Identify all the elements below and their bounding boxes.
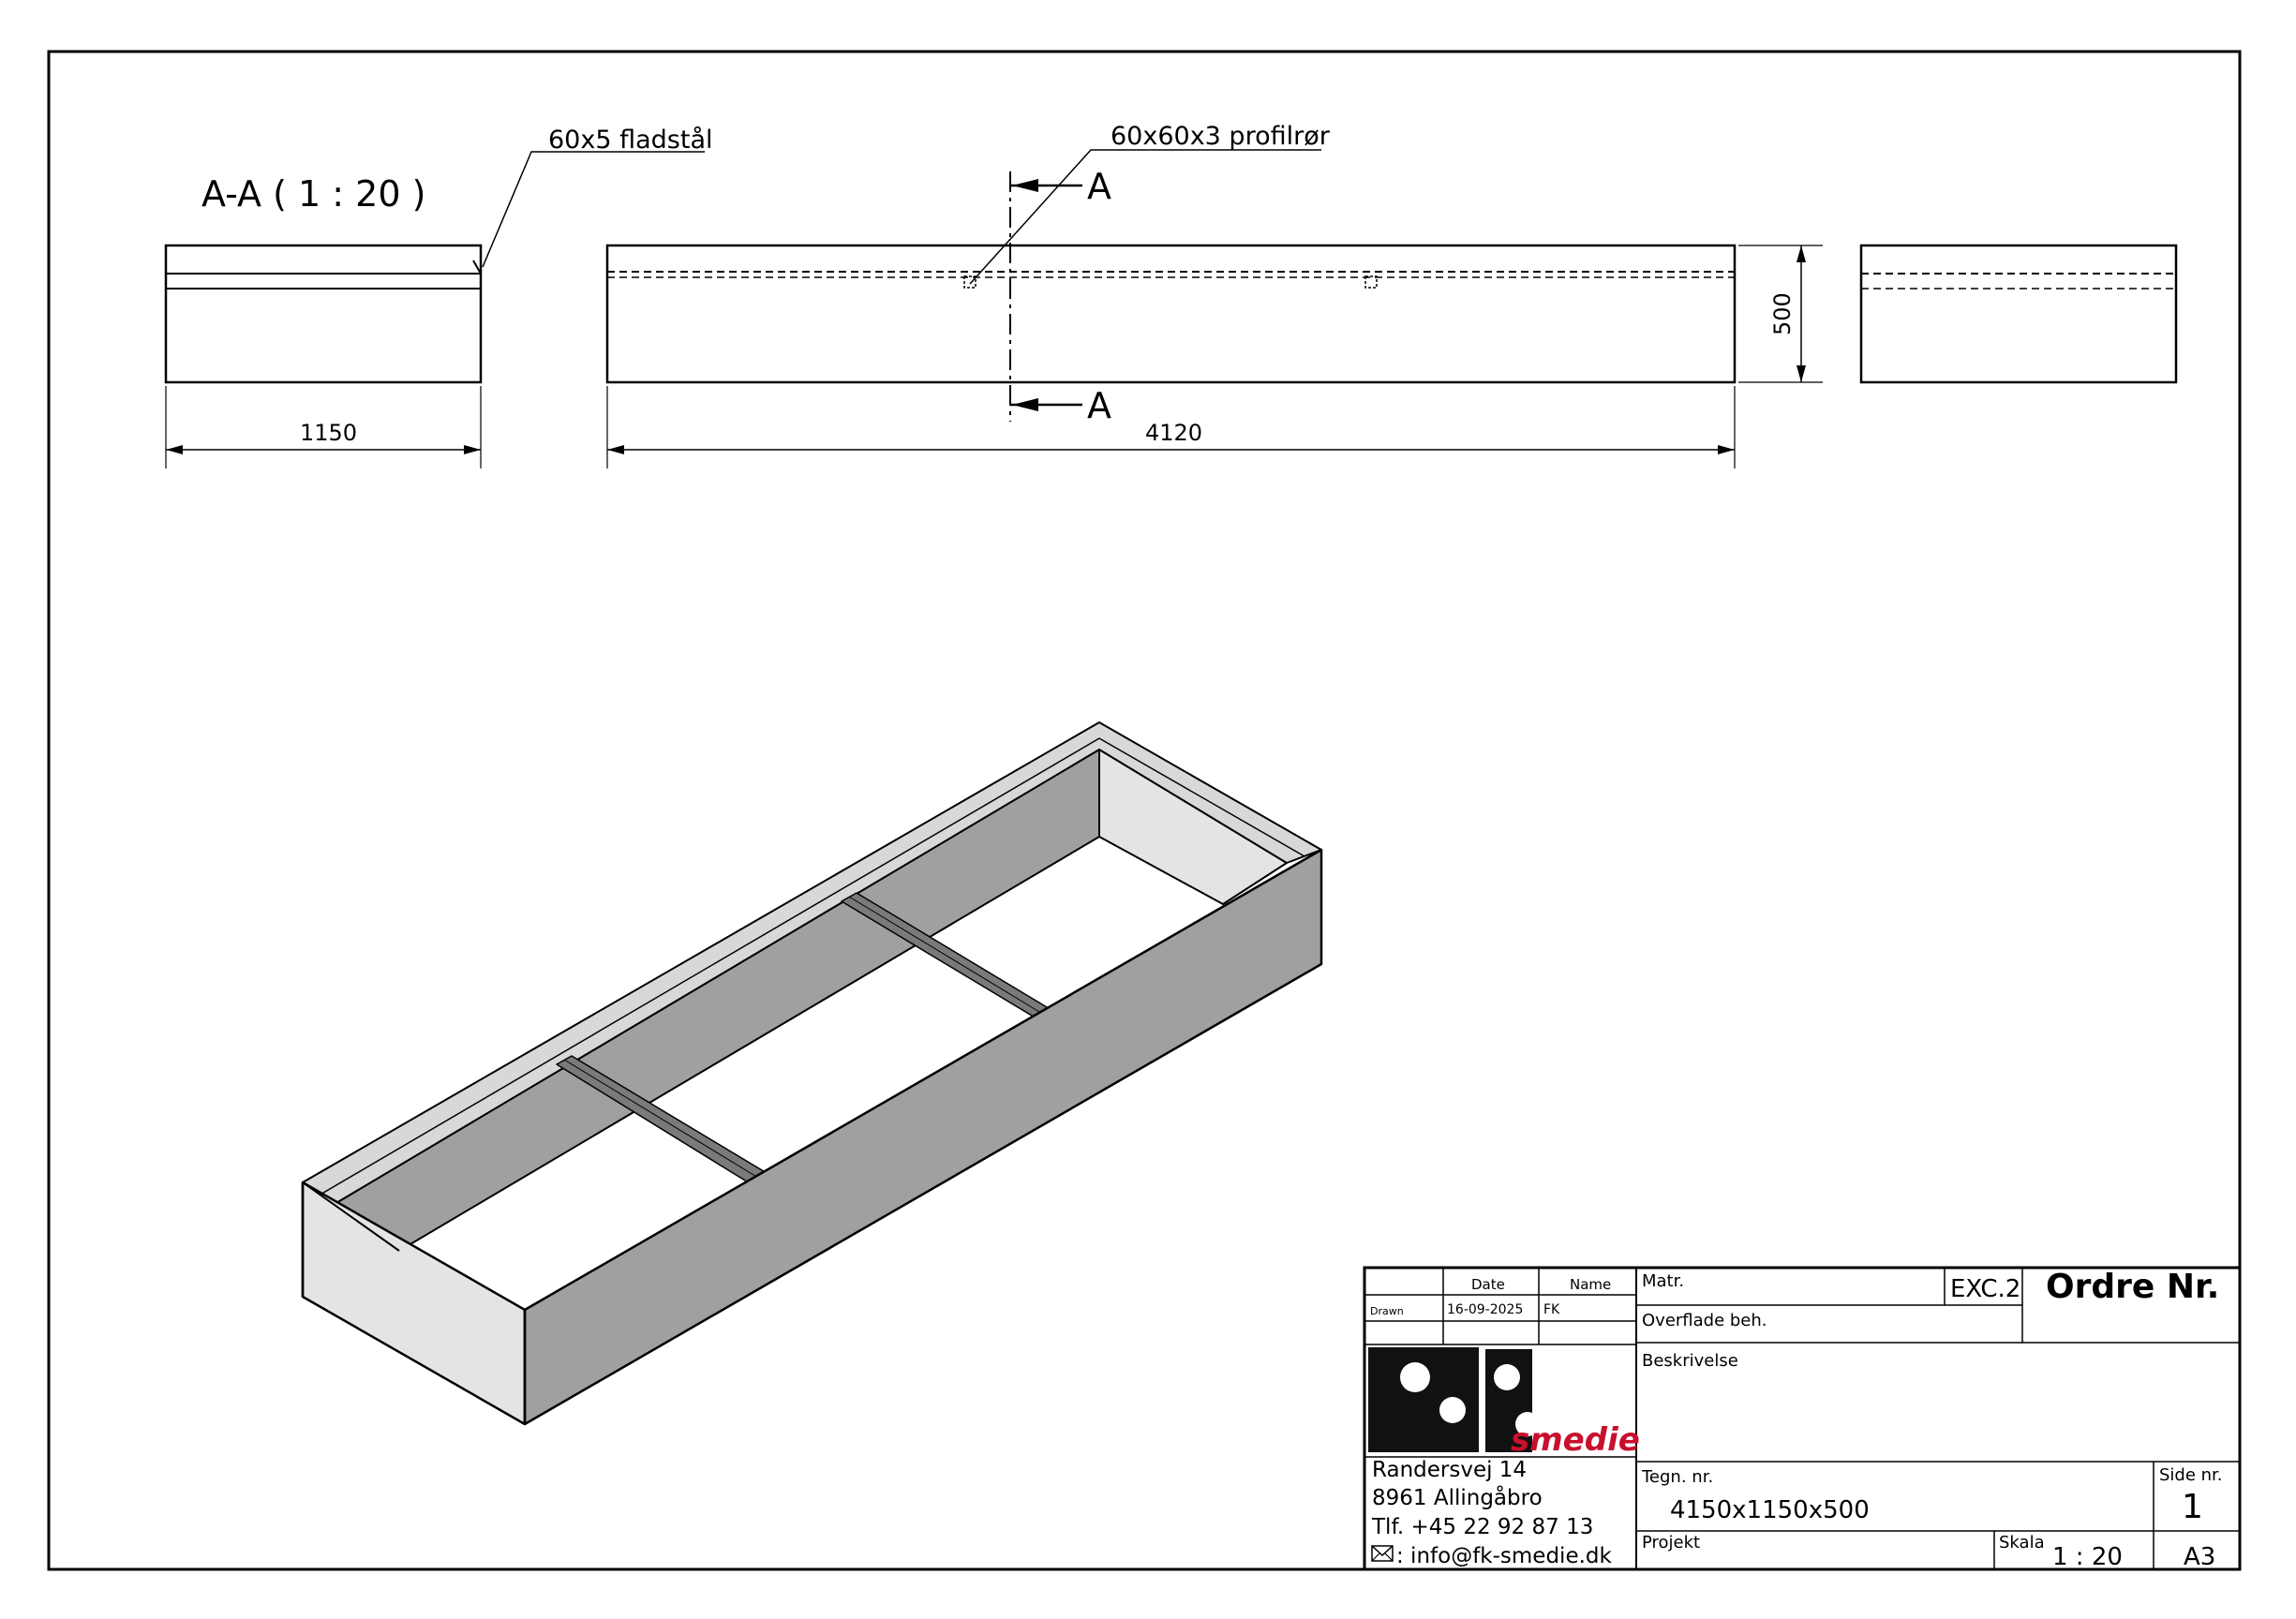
order-label: Ordre Nr.	[2046, 1268, 2219, 1306]
width-dimension-value: 1150	[300, 420, 357, 446]
scale-value: 1 : 20	[2052, 1543, 2123, 1571]
address-line-2: 8961 Allingåbro	[1372, 1484, 1543, 1510]
profile-tube-marker-1	[963, 275, 977, 289]
name-header: Name	[1570, 1276, 1611, 1293]
surface-label: Overflade beh.	[1642, 1311, 1767, 1330]
profile-callout-label: 60x60x3 profilrør	[1111, 122, 1331, 151]
front-view: A A 60x60x3 profilrør 4120 500	[605, 122, 1823, 468]
mail-icon	[1371, 1545, 1394, 1562]
profile-callout-leader	[969, 149, 1321, 285]
length-dimension-value: 4120	[1145, 420, 1202, 446]
title-block-text: Date Name Drawn 16-09-2025 FK smedie Ran…	[1368, 1268, 2223, 1571]
phone-number: Tlf. +45 22 92 87 13	[1371, 1515, 1593, 1539]
date-header: Date	[1471, 1276, 1505, 1293]
section-view-title: A-A ( 1 : 20 )	[201, 173, 425, 215]
page-number: 1	[2182, 1488, 2203, 1526]
drawn-date: 16-09-2025	[1447, 1302, 1523, 1317]
exc-label: EXC.2	[1950, 1275, 2020, 1303]
section-view-outline	[164, 244, 483, 384]
drawn-name: FK	[1543, 1302, 1560, 1317]
section-view-a-a: A-A ( 1 : 20 ) 60x5 fladstål 1150	[164, 126, 713, 468]
inner-back-wall	[329, 749, 1100, 1252]
sheet-size: A3	[2184, 1543, 2215, 1571]
section-mark-bottom: A	[1087, 385, 1111, 426]
drawing-border	[47, 50, 2242, 1571]
scale-label: Skala	[1999, 1533, 2045, 1552]
drawing-no: 4150x1150x500	[1670, 1496, 1870, 1524]
company-logo: smedie	[1368, 1347, 1640, 1459]
logo-wordmark: smedie	[1511, 1421, 1640, 1459]
email-address: : info@fk-smedie.dk	[1396, 1544, 1613, 1568]
section-mark-top: A	[1087, 166, 1111, 207]
description-label: Beskrivelse	[1642, 1351, 1738, 1371]
page-label: Side nr.	[2159, 1465, 2223, 1485]
section-callout-label: 60x5 fladstål	[548, 126, 713, 155]
profile-tube-marker-2	[1364, 275, 1378, 289]
side-view	[1859, 244, 2178, 384]
side-view-outline	[1859, 244, 2178, 384]
front-view-outline	[605, 244, 1737, 384]
drawing-no-label: Tegn. nr.	[1641, 1467, 1713, 1487]
matr-label: Matr.	[1642, 1271, 1684, 1291]
address-line-1: Randersvej 14	[1372, 1458, 1527, 1482]
section-callout-leader	[482, 151, 705, 268]
title-block	[1363, 1266, 2242, 1571]
project-label: Projekt	[1642, 1533, 1700, 1552]
isometric-view	[301, 721, 1323, 1426]
drawn-label: Drawn	[1370, 1305, 1404, 1317]
height-dimension-value: 500	[1769, 292, 1796, 335]
